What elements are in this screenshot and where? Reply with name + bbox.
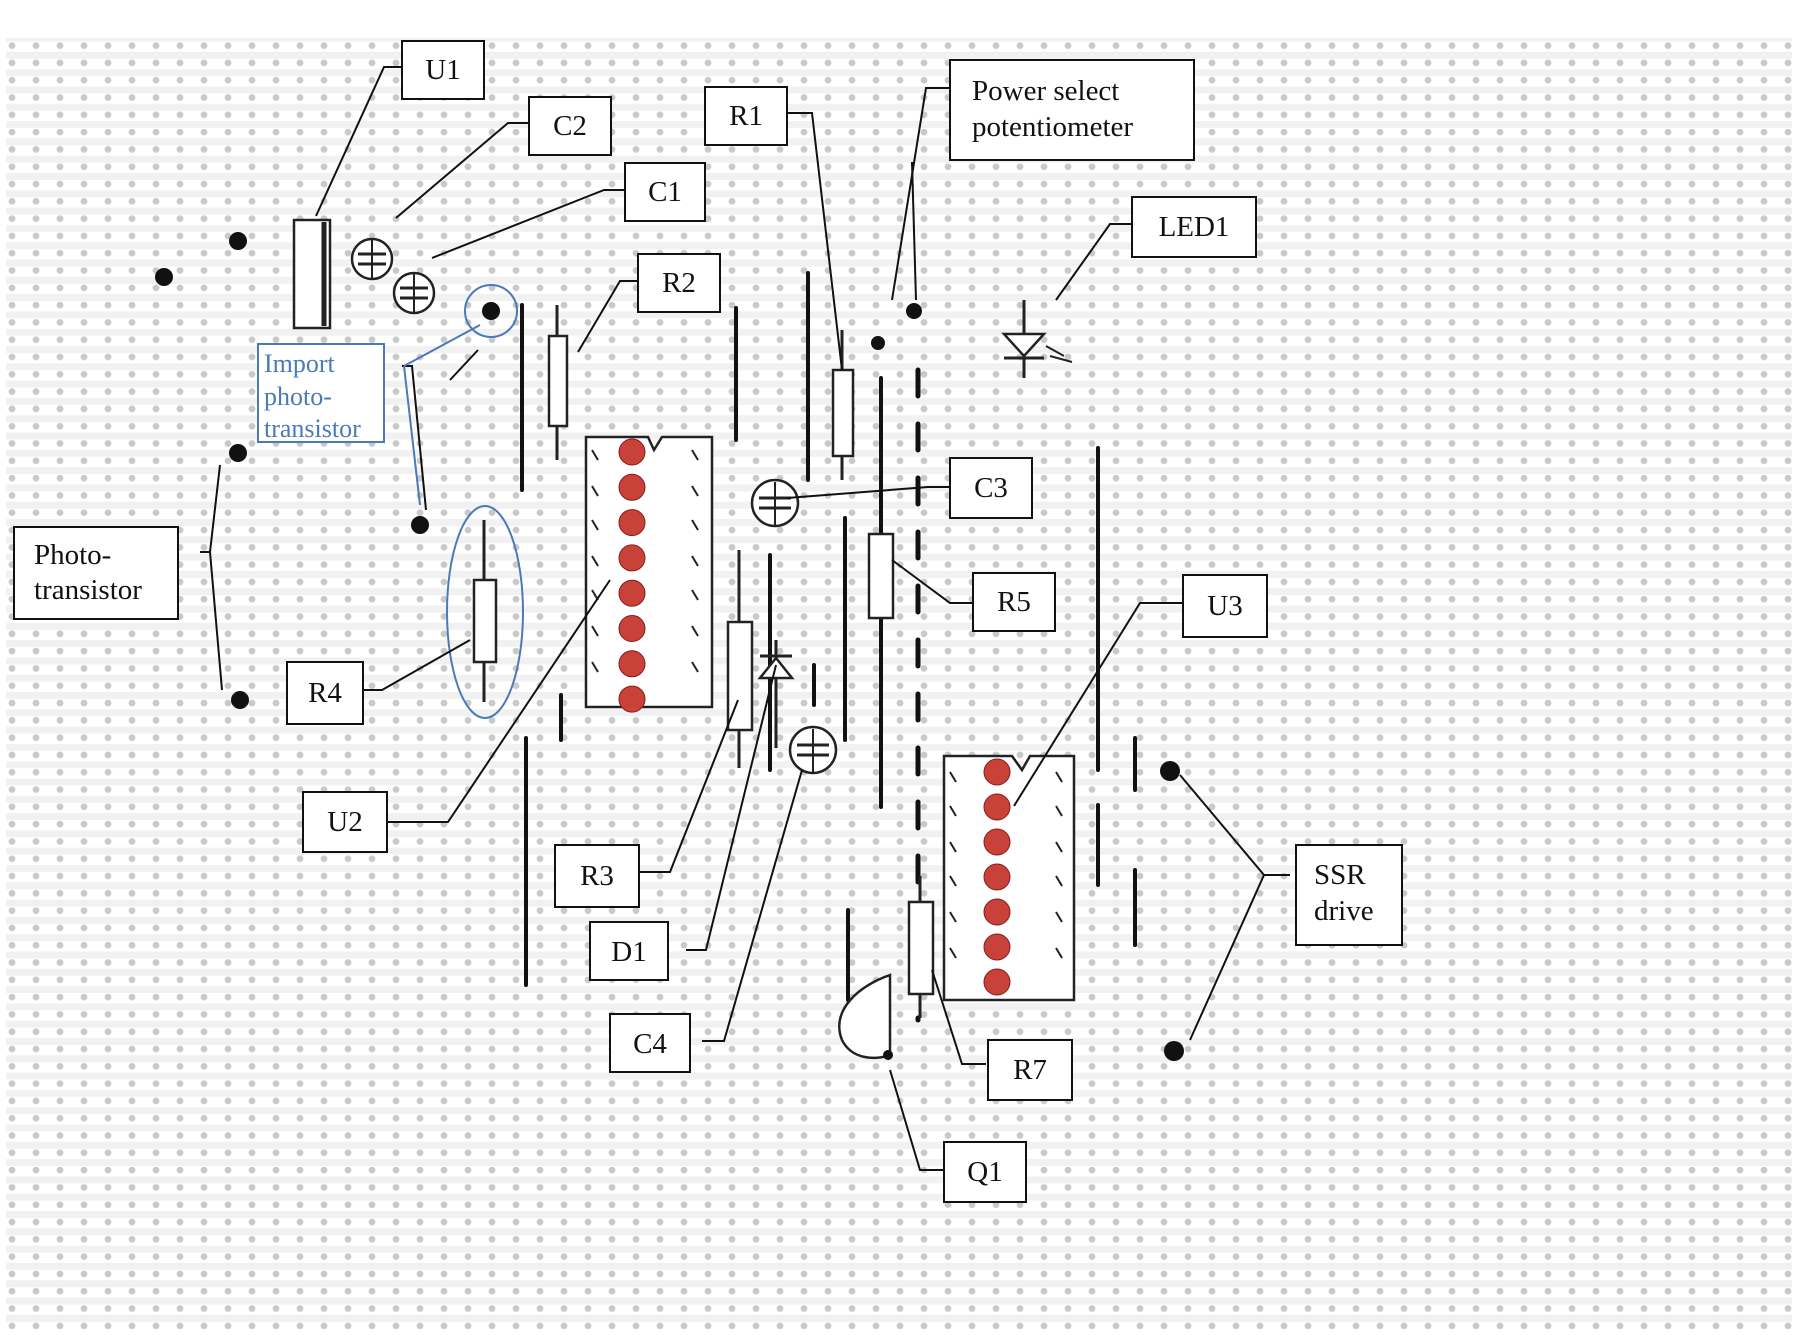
ic-pin bbox=[618, 579, 646, 607]
svg-text:C4: C4 bbox=[633, 1028, 667, 1060]
ic-pin bbox=[983, 933, 1011, 961]
ic-pin bbox=[983, 898, 1011, 926]
svg-text:photo-: photo- bbox=[264, 382, 332, 411]
svg-text:C1: C1 bbox=[648, 176, 682, 208]
pads bbox=[155, 232, 1184, 1061]
svg-text:R4: R4 bbox=[308, 677, 342, 709]
label-led1: LED1 bbox=[1131, 196, 1257, 258]
r1-resistor bbox=[831, 368, 855, 458]
pad bbox=[1160, 761, 1180, 781]
ic-pin bbox=[618, 509, 646, 537]
leader-lines bbox=[200, 66, 1290, 1171]
import-phototransistor-highlight-circle bbox=[464, 284, 518, 338]
svg-text:potentiometer: potentiometer bbox=[972, 111, 1133, 143]
svg-text:transistor: transistor bbox=[264, 414, 361, 443]
svg-text:Import: Import bbox=[264, 349, 336, 378]
label-u3: U3 bbox=[1182, 574, 1268, 638]
label-c3: C3 bbox=[949, 457, 1033, 519]
u3-pin-column bbox=[983, 758, 1011, 996]
svg-text:Q1: Q1 bbox=[967, 1156, 1002, 1188]
label-import-phototransistor: Import photo- transistor bbox=[257, 343, 385, 443]
label-r7: R7 bbox=[987, 1039, 1073, 1101]
c2-capacitor bbox=[350, 237, 394, 281]
label-r3: R3 bbox=[554, 844, 640, 908]
ic-pin bbox=[983, 758, 1011, 786]
c1-capacitor bbox=[392, 271, 436, 315]
pad bbox=[482, 302, 500, 320]
label-c2: C2 bbox=[528, 96, 612, 156]
svg-text:R7: R7 bbox=[1013, 1054, 1047, 1086]
ic-pin bbox=[983, 793, 1011, 821]
c3-capacitor bbox=[750, 478, 800, 528]
pad bbox=[871, 336, 885, 350]
label-r1: R1 bbox=[704, 86, 788, 146]
ic-pin bbox=[983, 863, 1011, 891]
ic-pin bbox=[983, 828, 1011, 856]
u3-ic-ticks bbox=[949, 771, 1063, 959]
wire-links bbox=[520, 271, 1137, 1023]
svg-text:R1: R1 bbox=[729, 100, 763, 132]
r7-resistor bbox=[907, 900, 935, 996]
svg-text:U2: U2 bbox=[327, 806, 362, 838]
svg-text:Power select: Power select bbox=[972, 75, 1119, 107]
import-leader-line bbox=[403, 365, 421, 506]
ic-pin bbox=[618, 685, 646, 713]
ic-pin bbox=[618, 615, 646, 642]
q1-transistor bbox=[838, 973, 892, 1059]
label-c4: C4 bbox=[609, 1013, 691, 1073]
svg-text:D1: D1 bbox=[611, 936, 646, 968]
label-r2: R2 bbox=[637, 253, 721, 313]
label-power-select-potentiometer: Power select potentiometer bbox=[949, 59, 1195, 161]
pad bbox=[411, 516, 429, 534]
svg-text:drive: drive bbox=[1314, 895, 1374, 927]
r4-highlight-ellipse bbox=[446, 505, 524, 719]
svg-text:R5: R5 bbox=[997, 586, 1031, 618]
svg-text:transistor: transistor bbox=[34, 574, 142, 606]
stripboard bbox=[6, 38, 1792, 1330]
label-u1: U1 bbox=[401, 40, 485, 100]
svg-text:SSR: SSR bbox=[1314, 859, 1366, 891]
svg-text:C2: C2 bbox=[553, 110, 587, 142]
r4-resistor bbox=[472, 578, 498, 664]
c4-capacitor bbox=[788, 725, 838, 775]
pad bbox=[1164, 1041, 1184, 1061]
ic-pin bbox=[983, 968, 1011, 996]
svg-text:Photo-: Photo- bbox=[34, 539, 111, 571]
import-leader-line bbox=[403, 324, 481, 367]
label-d1: D1 bbox=[589, 921, 669, 981]
r3-resistor bbox=[726, 620, 754, 732]
label-r5: R5 bbox=[972, 572, 1056, 632]
led1-symbol bbox=[1001, 300, 1073, 378]
u2-ic-ticks bbox=[591, 449, 699, 673]
ic-pin bbox=[618, 438, 646, 466]
pad bbox=[231, 691, 249, 709]
label-c1: C1 bbox=[624, 162, 706, 222]
label-u2: U2 bbox=[302, 791, 388, 853]
r2-resistor bbox=[547, 334, 569, 428]
r5-resistor bbox=[867, 532, 895, 620]
svg-text:U1: U1 bbox=[425, 54, 460, 86]
label-q1: Q1 bbox=[943, 1141, 1027, 1203]
ic-pin bbox=[618, 473, 646, 501]
svg-text:U3: U3 bbox=[1207, 590, 1242, 622]
svg-text:R2: R2 bbox=[662, 267, 696, 299]
u2-ic-body bbox=[584, 435, 714, 709]
pad bbox=[229, 444, 247, 462]
svg-text:LED1: LED1 bbox=[1159, 211, 1230, 243]
label-ssr-drive: SSR drive bbox=[1295, 844, 1403, 946]
ic-pin bbox=[618, 650, 646, 678]
label-r4: R4 bbox=[286, 661, 364, 725]
ic-pin bbox=[618, 544, 646, 572]
u2-pin-column bbox=[618, 438, 646, 713]
svg-text:C3: C3 bbox=[974, 472, 1008, 504]
pad bbox=[229, 232, 247, 250]
label-phototransistor: Photo- transistor bbox=[13, 526, 179, 620]
pad bbox=[906, 303, 922, 319]
pad bbox=[155, 268, 173, 286]
svg-text:R3: R3 bbox=[580, 860, 614, 892]
